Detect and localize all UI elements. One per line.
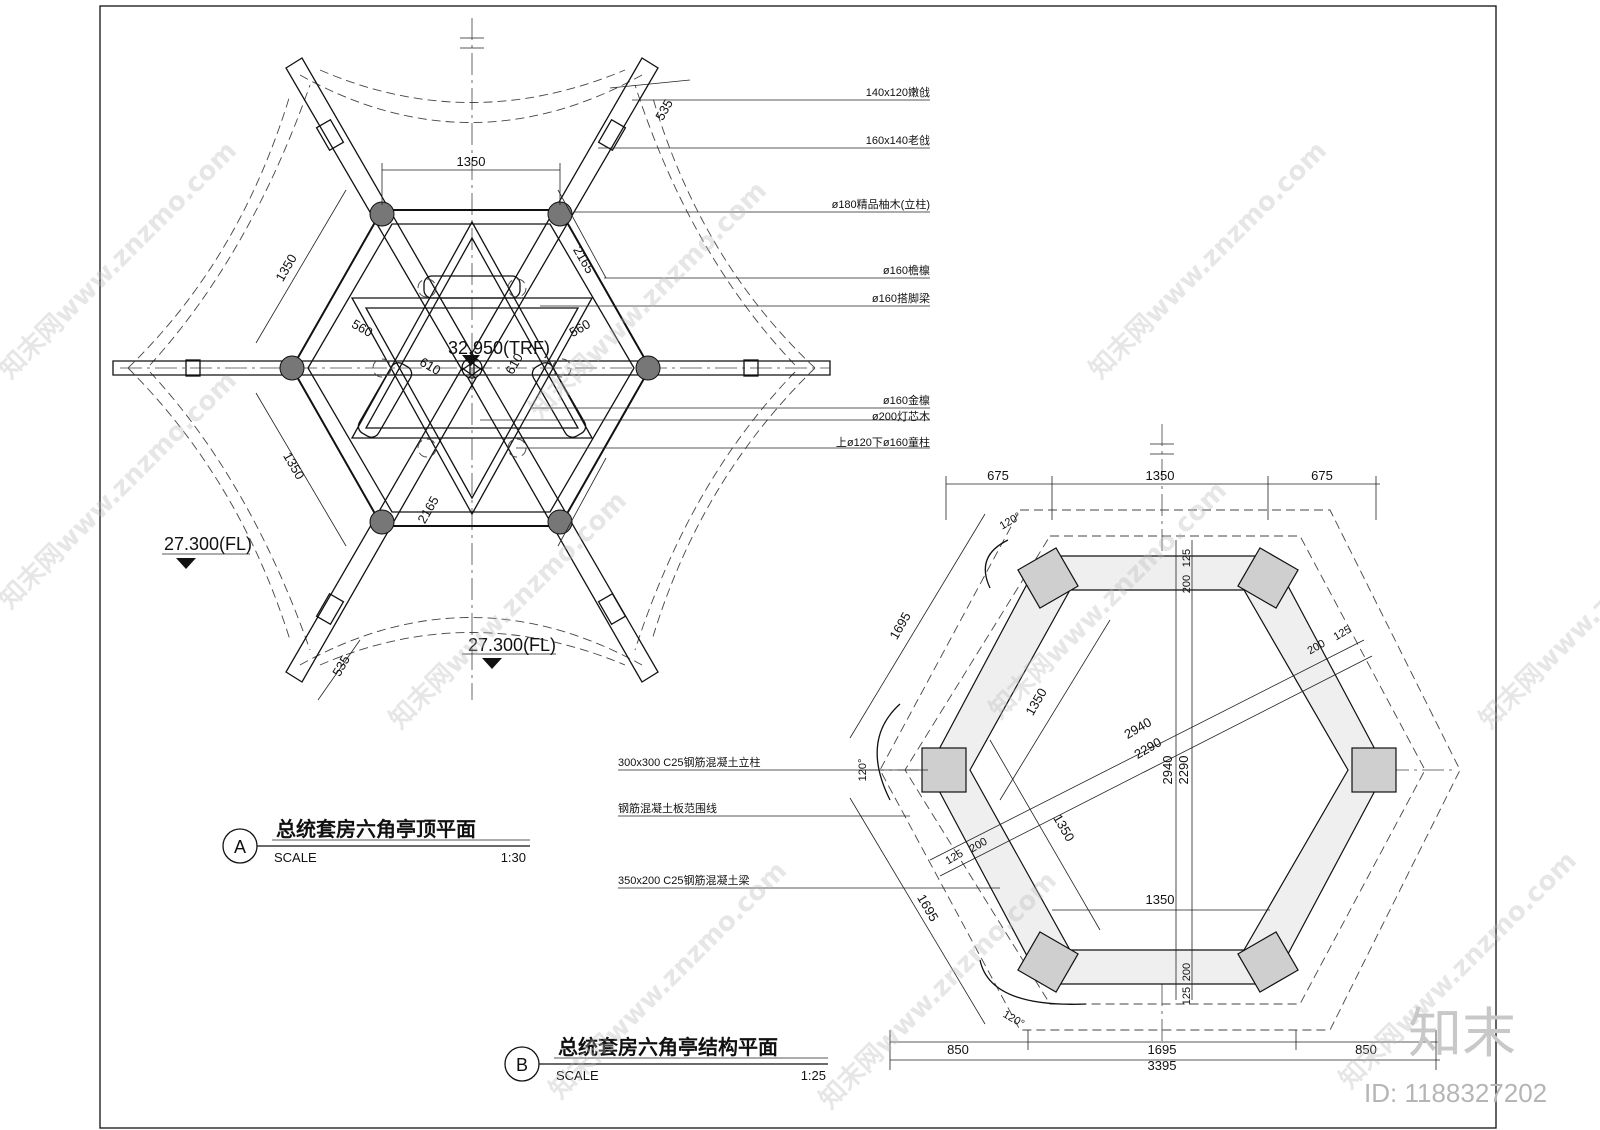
watermark-text: 知末网www.znzmo.com	[0, 366, 243, 615]
watermark-text: 知末网www.znzmo.com	[544, 856, 793, 1105]
title-b-scale-label: SCALE	[556, 1068, 599, 1083]
label-gold-purlin: ø160金檩	[883, 393, 930, 407]
watermark-text: 知末网www.znzmo.com	[1084, 136, 1333, 385]
dim-b-left-125: 125	[944, 848, 966, 868]
dim-b-top-left: 675	[987, 468, 1009, 483]
dim-b-vert-2940: 2940	[1160, 756, 1175, 785]
dim-b-side-upper: 1695	[886, 609, 913, 642]
label-nenqiang: 140x120嫩戗	[866, 85, 930, 99]
plan-b-structure: 675 1350 675 120° 120° 120° 1695 1695 12…	[504, 424, 1461, 1083]
label-rc-beam: 350x200 C25钢筋混凝土梁	[618, 873, 749, 887]
label-eave-purlin: ø160檐檩	[883, 263, 930, 277]
title-a-scale-value: 1:30	[501, 850, 526, 865]
dim-b-bottom-125: 125	[1181, 987, 1193, 1005]
watermark-id: ID: 1188327202	[1364, 1078, 1547, 1108]
angle-b-left: 120°	[857, 759, 869, 782]
label-laoqiang: 160x140老戗	[866, 134, 930, 147]
watermark-layer: 知末网www.znzmo.com 知末网www.znzmo.com 知末网www…	[0, 136, 1600, 1115]
label-tie-beam: ø160搭脚梁	[872, 291, 930, 305]
dim-b-top-right: 675	[1311, 468, 1333, 483]
elevation-floor-bottom: 27.300(FL)	[468, 635, 556, 655]
dim-b-bottom-mid: 1695	[1148, 1042, 1177, 1057]
watermark-text: 知末网www.znzmo.com	[814, 866, 1063, 1115]
dim-overhang-bottom: 535	[329, 653, 353, 679]
title-b-scale-value: 1:25	[801, 1068, 826, 1083]
elevation-ridge: 32.950(TRF)	[448, 338, 550, 358]
dim-left-lower: 1350	[280, 449, 307, 482]
watermark-brand: 知末	[1408, 1002, 1516, 1065]
label-strut: 上ø120下ø160童柱	[836, 435, 930, 449]
label-core-post: ø200灯芯木	[872, 409, 930, 423]
dim-b-inner-1350-c: 1350	[1146, 892, 1175, 907]
title-a-scale-label: SCALE	[274, 850, 317, 865]
dim-b-bottom-200: 200	[1181, 963, 1193, 981]
dim-b-right-125: 125	[1332, 624, 1354, 644]
dim-b-top-125: 125	[1181, 549, 1193, 567]
angle-b-bottom: 120°	[1001, 1009, 1027, 1031]
dim-b-bottom-left: 850	[947, 1042, 969, 1057]
title-a-letter: A	[234, 837, 246, 857]
angle-b-top: 120°	[998, 511, 1024, 533]
dim-b-top-mid: 1350	[1146, 468, 1175, 483]
title-b-letter: B	[516, 1055, 528, 1075]
label-column: ø180精品柚木(立柱)	[832, 197, 930, 211]
dim-b-bottom-right: 850	[1355, 1042, 1377, 1057]
dim-b-side-lower: 1695	[914, 891, 941, 924]
title-b-name: 总统套房六角亭结构平面	[558, 1035, 778, 1059]
dim-b-vert-2290: 2290	[1176, 756, 1191, 785]
watermark-text: 知末网www.znzmo.com	[1474, 486, 1600, 735]
dim-b-bottom-total: 3395	[1148, 1058, 1177, 1073]
sheet-border	[99, 5, 1497, 1129]
elevation-floor-left: 27.300(FL)	[164, 534, 252, 554]
dim-inner-left: 560	[349, 316, 375, 340]
label-rc-column: 300x300 C25钢筋混凝土立柱	[618, 755, 760, 769]
label-slab-range: 钢筋混凝土板范围线	[618, 801, 717, 815]
plan-a-roof: 1350 1350 1350 2165 2165 560 560 610 610…	[112, 18, 930, 865]
title-a-name: 总统套房六角亭顶平面	[276, 817, 476, 841]
column-icons	[279, 201, 661, 535]
watermark-text: 知末网www.znzmo.com	[0, 136, 243, 385]
dim-overhang-top: 535	[652, 97, 676, 123]
dim-b-top-200: 200	[1181, 575, 1193, 593]
dim-diag-upper: 2165	[570, 243, 597, 276]
dim-diag-lower: 2165	[414, 493, 441, 526]
dim-top-width: 1350	[457, 154, 486, 169]
dim-left-upper: 1350	[272, 251, 299, 284]
